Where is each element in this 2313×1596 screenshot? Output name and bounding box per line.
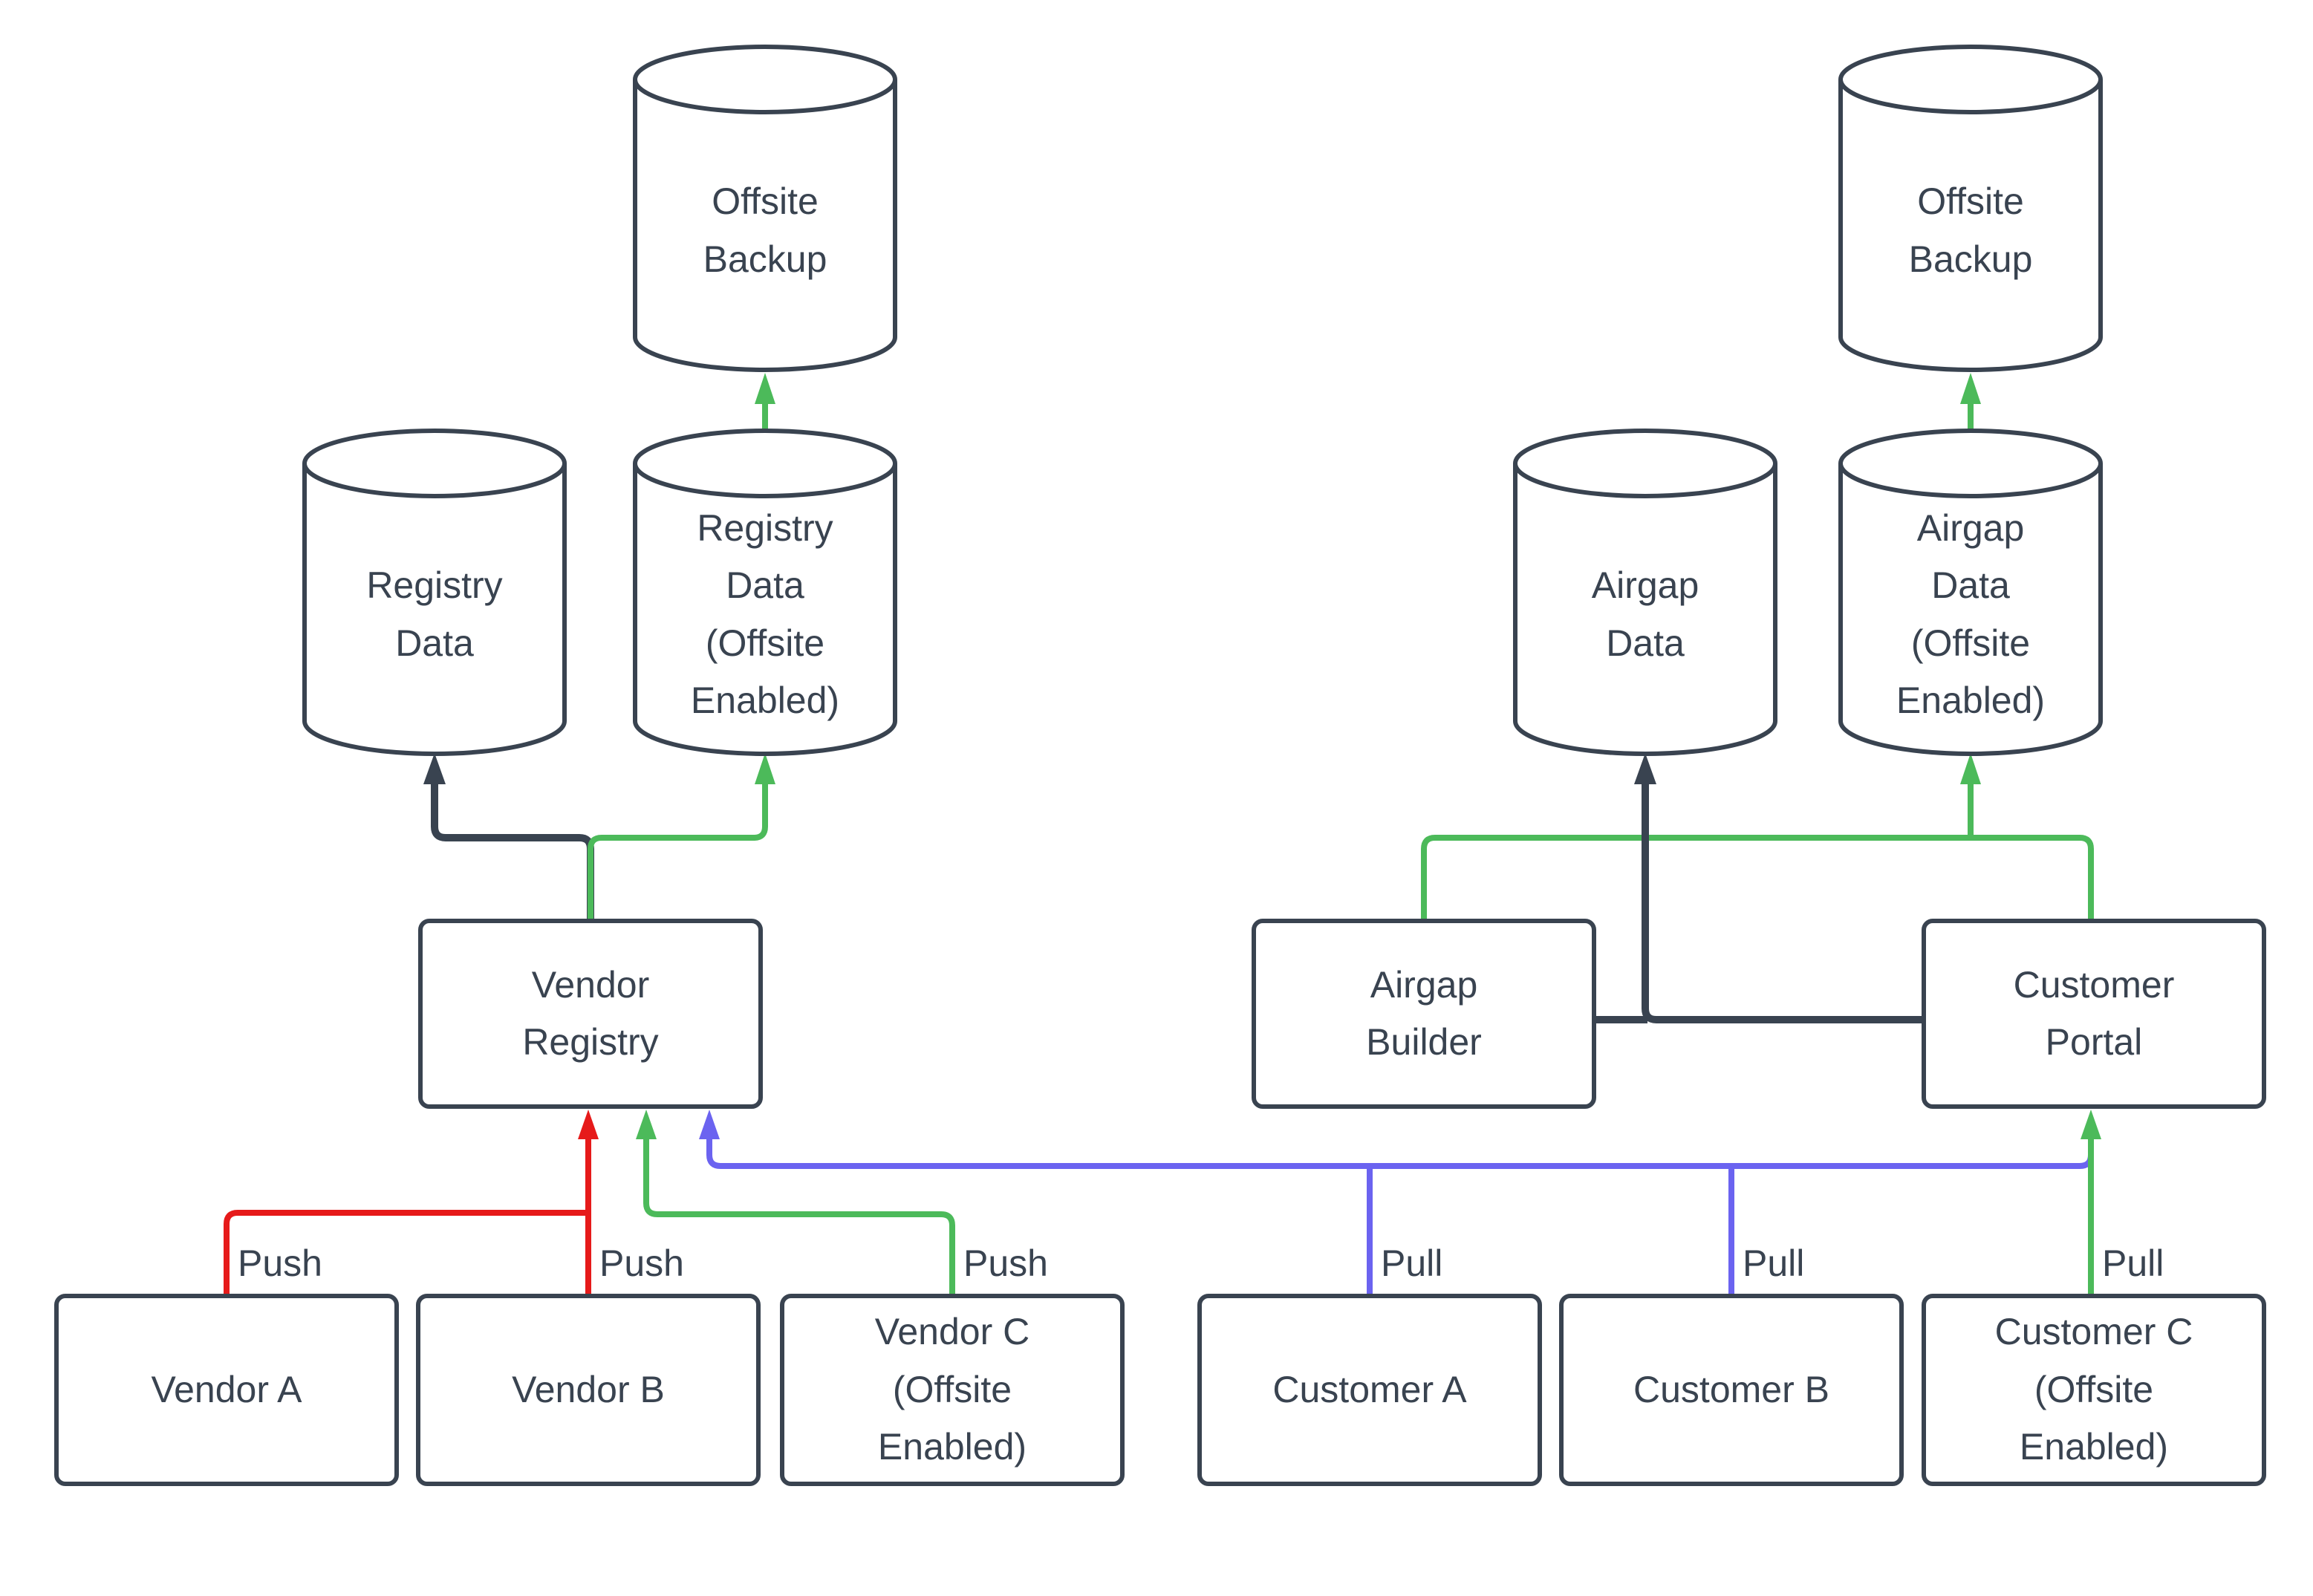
customer-a-node	[1197, 1294, 1542, 1486]
customer-b-label: Customer B	[1633, 1368, 1829, 1410]
registry-data-offsite-cylinder	[633, 429, 897, 756]
arrowhead-red-vendor-registry	[578, 1110, 599, 1139]
vendor-b-node	[416, 1294, 761, 1486]
edge-to-airgap-data	[1594, 753, 1924, 1023]
arrowhead-blue-vendor-registry	[699, 1110, 720, 1139]
vendor-registry-label: Vendor Registry	[522, 963, 659, 1064]
arrowhead-dark-registry-data	[423, 753, 446, 784]
vendor-registry-node	[418, 919, 763, 1109]
edge-push-vendor-c	[636, 1110, 955, 1296]
vendor-c-label: Vendor C (Offsite Enabled)	[874, 1311, 1030, 1468]
vendor-a-node	[54, 1294, 399, 1486]
push-label-vendor-c: Push	[963, 1242, 1048, 1284]
edge-push-vendor-a-b	[224, 1110, 599, 1296]
offsite-backup-right-label: Offsite Backup	[1908, 180, 2033, 280]
customer-c-node	[1922, 1294, 2266, 1486]
arrowhead-dark-airgap-data	[1634, 753, 1656, 784]
arrowhead-green-offsite-backup-left	[755, 373, 775, 404]
customer-a-label: Customer A	[1272, 1368, 1467, 1410]
pull-label-customer-c: Pull	[2102, 1242, 2164, 1284]
arrowhead-green-customer-portal	[2081, 1110, 2101, 1139]
airgap-builder-node	[1252, 919, 1596, 1109]
edge-vendor-registry-to-registry-data-offsite	[588, 753, 775, 921]
vendor-b-label: Vendor B	[512, 1368, 665, 1410]
edge-registry-data-offsite-to-offsite-backup	[755, 373, 775, 434]
arrowhead-green-airgap-data-offsite	[1960, 753, 1981, 784]
arrowhead-green-vendor-registry	[636, 1110, 657, 1139]
registry-data-cylinder	[302, 429, 567, 756]
edge-to-airgap-data-offsite	[1421, 753, 2094, 921]
arrowhead-green-registry-data-offsite	[755, 753, 775, 784]
customer-b-node	[1559, 1294, 1904, 1486]
airgap-data-offsite-cylinder	[1838, 429, 2103, 756]
push-label-vendor-b: Push	[599, 1242, 684, 1284]
customer-c-label: Customer C (Offsite Enabled)	[1994, 1311, 2193, 1468]
registry-data-offsite-label: Registry Data (Offsite Enabled)	[690, 507, 840, 722]
offsite-backup-left-label: Offsite Backup	[703, 180, 827, 280]
customer-portal-label: Customer Portal	[2013, 963, 2175, 1064]
registry-data-label: Registry Data	[366, 564, 503, 664]
pull-label-customer-a: Pull	[1381, 1242, 1443, 1284]
offsite-backup-left-cylinder	[633, 45, 897, 372]
vendor-c-node	[780, 1294, 1125, 1486]
offsite-backup-right-cylinder	[1838, 45, 2103, 372]
pull-label-customer-b: Pull	[1743, 1242, 1805, 1284]
airgap-builder-label: Airgap Builder	[1366, 963, 1482, 1064]
edge-pull-customer-c	[2081, 1110, 2101, 1296]
edge-airgap-data-offsite-to-offsite-backup	[1960, 373, 1981, 434]
vendor-a-label: Vendor A	[151, 1368, 302, 1410]
arrowhead-green-offsite-backup-right	[1960, 373, 1981, 404]
airgap-data-offsite-label: Airgap Data (Offsite Enabled)	[1896, 507, 2046, 722]
airgap-data-label: Airgap Data	[1591, 564, 1699, 664]
customer-portal-node	[1922, 919, 2266, 1109]
edge-vendor-registry-to-registry-data	[423, 753, 594, 921]
airgap-data-cylinder	[1513, 429, 1777, 756]
push-label-vendor-a: Push	[238, 1242, 322, 1284]
